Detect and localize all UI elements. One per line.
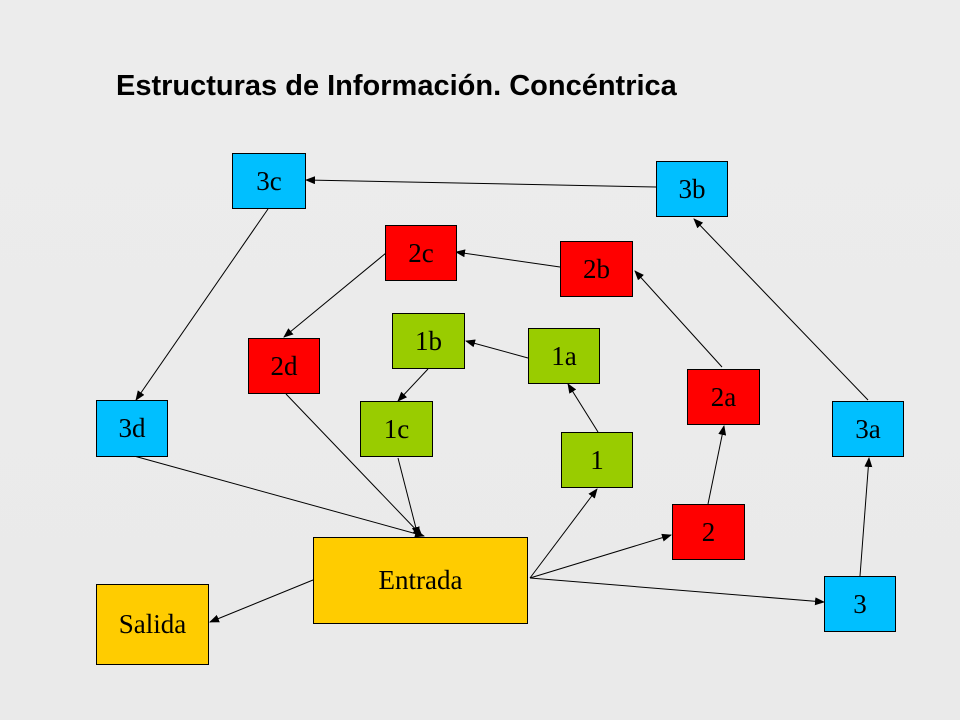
edge-2b-2c — [455, 249, 561, 268]
node-label: 3 — [853, 588, 867, 619]
node-label: 2c — [408, 237, 434, 268]
node-1c: 1c — [360, 401, 433, 457]
node-label: Entrada — [378, 565, 463, 595]
edge-entrada-2 — [529, 533, 672, 579]
edge-1a-1b — [465, 339, 529, 359]
edge-3c-3d — [135, 208, 269, 401]
page-title: Estructuras de Información. Concéntrica — [116, 70, 677, 102]
edge-1b-1c — [397, 368, 429, 402]
node-2d: 2d — [248, 338, 320, 394]
edge-1-1a — [567, 383, 599, 433]
node-label: 3b — [678, 173, 706, 204]
edge-3d-entrada — [133, 455, 425, 538]
node-label: 1 — [590, 444, 604, 475]
edge-entrada-3 — [529, 577, 825, 606]
node-2a: 2a — [687, 369, 760, 425]
node-3a: 3a — [832, 401, 904, 457]
node-label: 1b — [415, 325, 442, 356]
node-label: 1a — [551, 340, 577, 371]
node-2b: 2b — [560, 241, 633, 297]
edge-2d-entrada — [285, 393, 423, 537]
edge-2-2a — [707, 425, 727, 505]
node-1b: 1b — [392, 313, 465, 369]
node-label: Salida — [118, 609, 187, 639]
node-label: 2d — [270, 350, 298, 381]
node-3: 3 — [824, 576, 896, 632]
node-3c: 3c — [232, 153, 306, 209]
node-1a: 1a — [528, 328, 600, 384]
node-label: 3d — [118, 413, 146, 443]
node-2: 2 — [672, 504, 745, 560]
node-label: 1c — [383, 413, 410, 444]
edge-2a-2b — [634, 270, 723, 368]
edge-entrada-1 — [529, 488, 598, 579]
edge-1c-entrada — [397, 457, 420, 537]
node-label: 2b — [583, 253, 610, 284]
node-label: 3a — [855, 413, 881, 444]
node-3d: 3d — [96, 400, 168, 457]
edge-3b-3c — [305, 176, 657, 188]
node-salida: Salida — [96, 584, 209, 665]
node-2c: 2c — [385, 225, 457, 281]
edge-3-3a — [859, 457, 873, 577]
node-entrada: Entrada — [313, 537, 528, 624]
node-label: 2a — [710, 381, 737, 412]
node-label: 3c — [256, 165, 282, 196]
edge-3a-3b — [693, 218, 869, 401]
node-3b: 3b — [656, 161, 728, 217]
edge-entrada-salida — [209, 579, 314, 623]
edge-2c-2d — [283, 252, 387, 338]
node-label: 2 — [701, 516, 716, 547]
node-1: 1 — [561, 432, 633, 488]
